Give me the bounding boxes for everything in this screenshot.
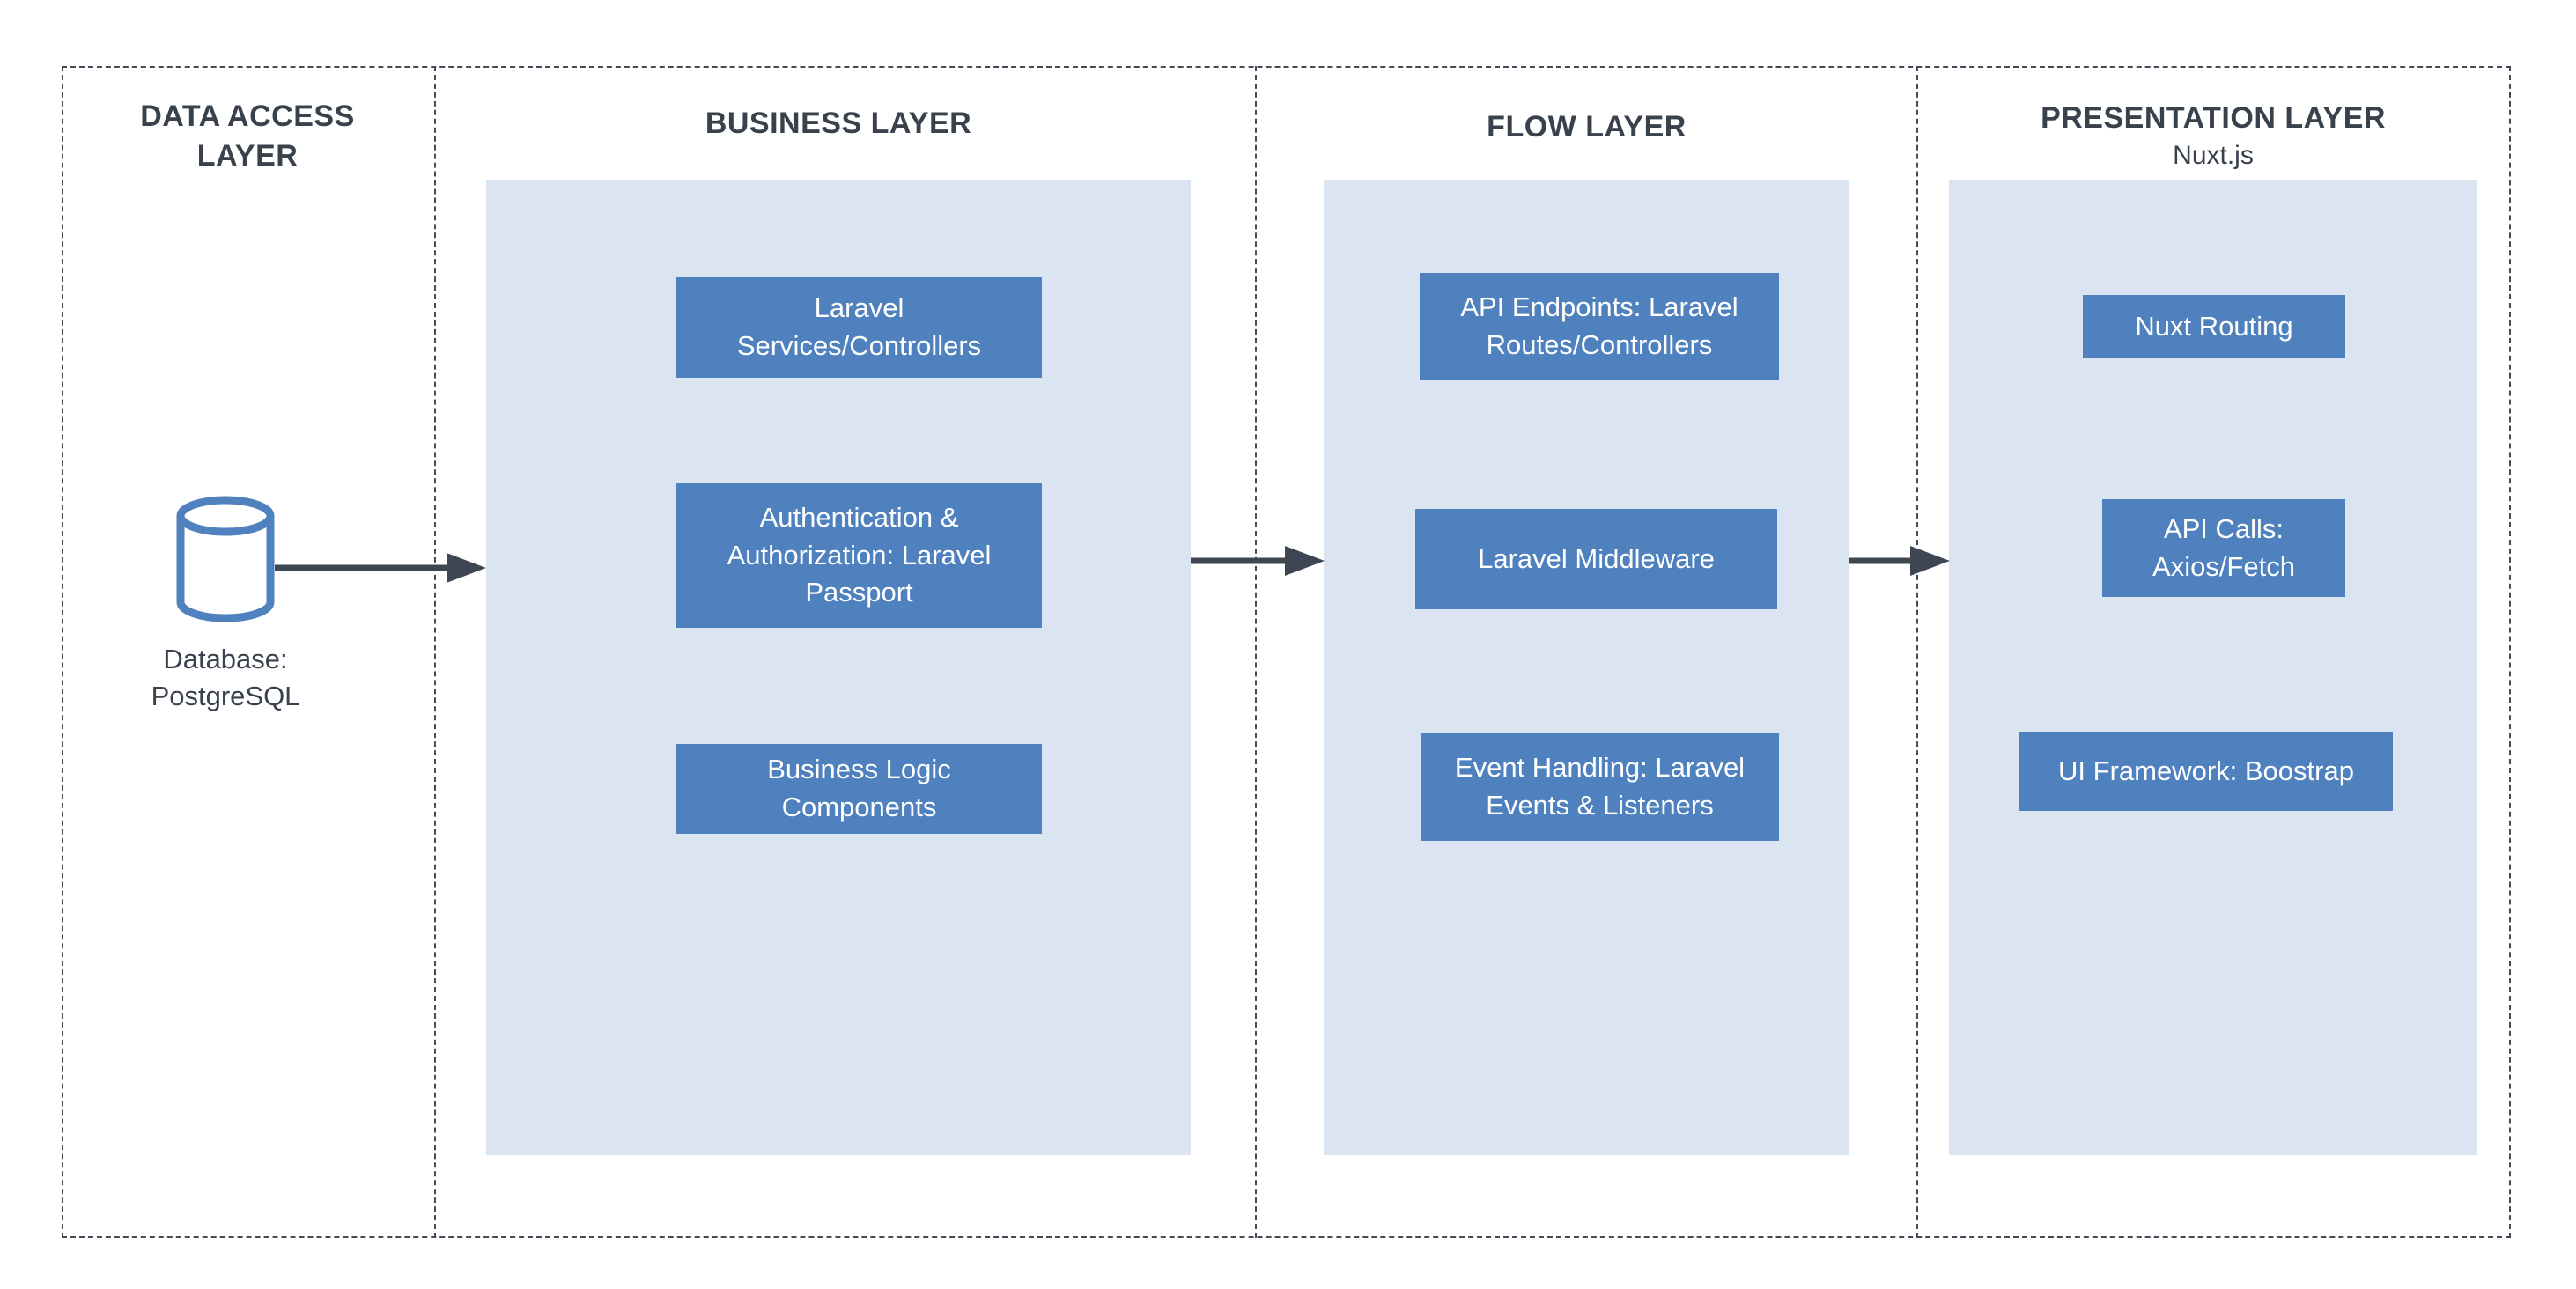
database-cylinder-icon — [176, 496, 275, 622]
section-divider-2 — [1255, 66, 1257, 1238]
box-api-endpoints: API Endpoints: Laravel Routes/Controller… — [1420, 273, 1779, 380]
box-nuxt-routing: Nuxt Routing — [2083, 295, 2345, 358]
section-title-data-access: DATA ACCESS LAYER — [140, 99, 355, 173]
section-divider-3 — [1916, 66, 1918, 1238]
section-subtitle-presentation: Nuxt.js — [2173, 141, 2254, 170]
box-event-handling: Event Handling: Laravel Events & Listene… — [1421, 733, 1779, 841]
diagram-outer-border — [62, 66, 2511, 1238]
section-title-flow: FLOW LAYER — [1487, 110, 1687, 144]
arrow-business-to-flow — [1191, 546, 1325, 576]
box-laravel-services-controllers: Laravel Services/Controllers — [676, 277, 1042, 378]
box-api-calls: API Calls: Axios/Fetch — [2102, 499, 2345, 597]
section-title-business: BUSINESS LAYER — [705, 107, 972, 140]
arrow-flow-to-presentation — [1849, 546, 1950, 576]
box-ui-framework: UI Framework: Boostrap — [2019, 732, 2393, 811]
box-laravel-middleware: Laravel Middleware — [1415, 509, 1777, 609]
database-label: Database: PostgreSQL — [151, 644, 300, 711]
section-title-presentation: PRESENTATION LAYER — [2041, 101, 2386, 135]
arrow-database-to-business — [275, 553, 486, 583]
box-business-logic-components: Business Logic Components — [676, 744, 1042, 834]
section-divider-1 — [434, 66, 436, 1238]
box-authentication-authorization: Authentication & Authorization: Laravel … — [676, 483, 1042, 628]
